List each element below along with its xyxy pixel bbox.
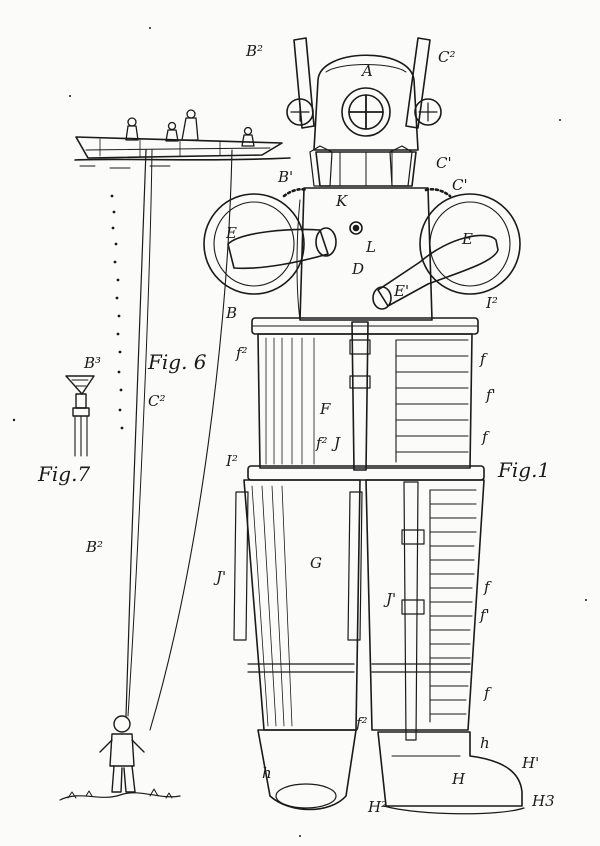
label-f1-2: f' xyxy=(480,606,490,624)
label-C1b: C' xyxy=(452,176,468,194)
hatching-upper xyxy=(265,337,315,465)
fig6-boat-scene xyxy=(59,109,291,801)
label-f-4: f xyxy=(484,684,490,702)
label-f-2: f xyxy=(482,428,488,446)
bellows-lower xyxy=(429,489,477,723)
front-strap-lower xyxy=(403,481,419,741)
life-line xyxy=(127,149,153,717)
paper-specks xyxy=(12,27,587,837)
label-L: L xyxy=(366,238,376,256)
label-f2-mid: f² xyxy=(316,434,328,452)
fig7-nozzle xyxy=(65,375,95,457)
label-H1: H' xyxy=(522,754,540,772)
sea-surface xyxy=(74,157,291,161)
label-C2-mid: C² xyxy=(148,392,166,410)
label-h-left: h xyxy=(262,764,272,782)
label-I2-mid: I² xyxy=(226,452,238,470)
right-handle-pipe xyxy=(405,37,431,129)
chest-plate xyxy=(299,187,433,321)
label-h-right: h xyxy=(480,734,490,752)
label-D: D xyxy=(352,260,365,278)
label-f1-1: f' xyxy=(486,386,496,404)
label-A: A xyxy=(362,62,373,80)
label-J: J xyxy=(334,434,341,452)
label-f-3: f xyxy=(484,578,490,596)
right-side-window xyxy=(414,98,442,126)
caption-fig1: Fig.1 xyxy=(498,458,551,482)
left-side-window xyxy=(286,98,314,126)
label-f2-low: f² xyxy=(356,714,368,732)
label-J1-left: J' xyxy=(216,568,227,586)
label-H3: H3 xyxy=(532,792,555,810)
left-arm-sleeve xyxy=(227,228,329,270)
label-B: B xyxy=(226,304,238,322)
right-leg-strap xyxy=(347,491,363,641)
boat-crew xyxy=(125,109,255,147)
label-J1-right: J' xyxy=(386,590,397,608)
caption-fig6: Fig. 6 xyxy=(148,350,207,374)
label-H: H xyxy=(452,770,466,788)
label-G: G xyxy=(310,554,322,572)
chest-valve xyxy=(349,221,363,235)
fig1-diving-suit xyxy=(203,37,525,815)
label-B2-top: B² xyxy=(246,42,264,60)
right-boot xyxy=(377,731,523,807)
left-leg-strap xyxy=(233,491,249,641)
label-B2-low: B² xyxy=(86,538,104,556)
helmet-shell xyxy=(313,54,419,151)
label-f-1: f xyxy=(480,350,486,368)
label-C1a: C' xyxy=(436,154,452,172)
small-diver-figure xyxy=(99,715,145,793)
right-shoulder-joint xyxy=(419,193,521,295)
label-B3: B³ xyxy=(84,354,102,372)
left-handle-pipe xyxy=(293,37,315,129)
helmet-front-window xyxy=(341,87,391,137)
left-foot xyxy=(257,729,357,811)
left-shoulder-joint xyxy=(203,193,305,295)
left-leg xyxy=(243,479,361,731)
label-F: F xyxy=(320,400,331,418)
label-H2: H² xyxy=(368,798,388,816)
front-strap-upper xyxy=(351,321,369,471)
label-E1: E' xyxy=(394,282,410,300)
label-E-left: E xyxy=(226,224,237,242)
label-E-right: E xyxy=(462,230,473,248)
sea-bed xyxy=(59,792,181,801)
boat-hull xyxy=(75,136,283,159)
bubble-trail xyxy=(110,194,124,430)
signal-line xyxy=(149,149,233,731)
label-I2-top: I² xyxy=(486,294,498,312)
label-C2-top: C² xyxy=(438,48,456,66)
upper-body-section xyxy=(257,333,473,469)
bellows-upper xyxy=(395,339,469,463)
right-leg xyxy=(365,479,485,731)
caption-fig7: Fig.7 xyxy=(38,462,91,486)
neck-collar xyxy=(315,151,417,187)
label-B1: B' xyxy=(278,168,294,186)
hatching-lower xyxy=(251,485,293,727)
label-f2-upper: f² xyxy=(236,344,248,362)
air-hose-line xyxy=(125,149,147,717)
label-K: K xyxy=(336,192,348,210)
